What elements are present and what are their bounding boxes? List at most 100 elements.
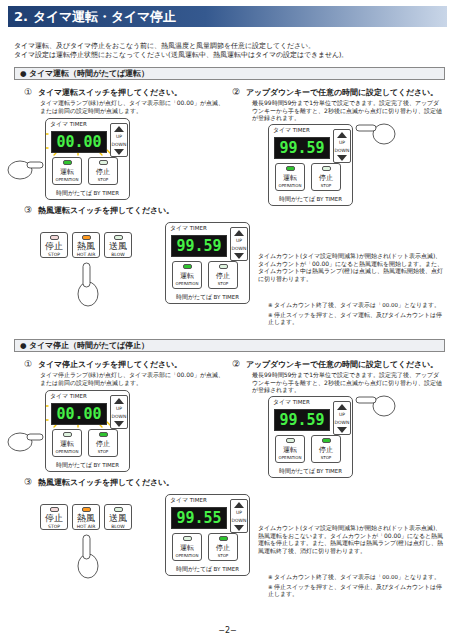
- step-description: タイムカウント(タイマ設定時間減算)が開始され(ドット表示点滅)、熱風運転をおこ…: [258, 524, 446, 554]
- caution-note: ※ 停止スイッチを押すと、タイマ停止、及びタイムカウントは停止します。: [268, 584, 446, 598]
- indicator-lamp: [82, 507, 91, 512]
- node-sublabel: BLOW: [105, 252, 131, 257]
- node-sublabel: HOT AIR: [73, 524, 99, 529]
- node-sublabel: 時間がたてば BY TIMER: [269, 468, 352, 475]
- step-description: 最長99時間59分まで1分単位で設定できます。設定完了後、アップダウンキーから手…: [252, 99, 444, 122]
- indicator-lamp: [286, 166, 295, 171]
- panel-button: 停止STOP: [311, 163, 341, 191]
- node-sublabel: DOWN: [111, 414, 127, 419]
- step-number: ①: [24, 87, 38, 98]
- indicator-lamp: [183, 264, 192, 269]
- node-sublabel: BLOW: [105, 524, 131, 529]
- node-sublabel: 時間がたてば BY TIMER: [46, 462, 129, 469]
- timer-display: 99.59: [274, 409, 330, 431]
- node-label: UP: [334, 412, 350, 417]
- node-label: タイマ TIMER: [50, 121, 87, 128]
- node-sublabel: STOP: [209, 281, 237, 286]
- panel-button: 停止STOP: [208, 533, 238, 561]
- node-sublabel: STOP: [312, 455, 340, 460]
- arrow-key-symbol: [231, 500, 247, 532]
- intro-note: タイマ設定は運転停止状態におこなってください(送風運転中、熱風運転中はタイマの設…: [14, 51, 446, 60]
- panel-button: 運転OPERATION: [172, 261, 202, 289]
- node-label: 99.59: [275, 138, 329, 158]
- timer-display: 99.55: [171, 507, 227, 529]
- node-sublabel: 時間がたてば BY TIMER: [166, 566, 249, 573]
- step-heading: タイマ運転スイッチを押してください。: [38, 88, 233, 97]
- node-sublabel: OPERATION: [53, 449, 81, 454]
- node-label: 99.59: [172, 236, 226, 256]
- step-number: ③: [24, 477, 38, 488]
- step-heading: タイマ停止スイッチを押してください。: [38, 360, 233, 369]
- node-label: ● タイマ運転（時間がたてば運転）: [15, 68, 444, 79]
- step-number: ①: [24, 359, 38, 370]
- node-label: 停止: [209, 271, 237, 281]
- node-label: UP: [231, 510, 247, 515]
- step-heading: アップダウンキーで任意の時間に設定してください。: [246, 88, 446, 97]
- indicator-lamp: [219, 264, 228, 269]
- panel-button: 運転OPERATION: [52, 157, 82, 185]
- indicator-lamp: [50, 235, 59, 240]
- step-number: ②: [232, 359, 246, 370]
- timer-panel: タイマ TIMER 時間がたてば BY TIMER 00.00UPDOWN 運転OPE…: [45, 390, 130, 472]
- node-sublabel: DOWN: [111, 142, 127, 147]
- section-header: ● タイマ運転（時間がたてば運転）: [14, 67, 445, 80]
- indicator-lamp: [114, 235, 123, 240]
- operation-switch: 停止STOP: [40, 504, 68, 530]
- step-heading: アップダウンキーで任意の時間に設定してください。: [246, 360, 446, 369]
- node-sublabel: DOWN: [334, 420, 350, 425]
- node-label: 送風: [105, 513, 131, 525]
- node-label: UP: [111, 134, 127, 139]
- node-label: 停止: [89, 167, 117, 177]
- timer-display: 00.00: [51, 403, 107, 425]
- node-sublabel: OPERATION: [173, 281, 201, 286]
- timer-panel: タイマ TIMER時間がたてば BY TIMER99.59UPDOWN運転OPE…: [268, 396, 353, 478]
- updown-key: UPDOWN: [230, 227, 248, 261]
- timer-panel: タイマ TIMER時間がたてば BY TIMER99.55UPDOWN運転OPE…: [165, 494, 250, 576]
- updown-key: UPDOWN: [230, 499, 248, 533]
- indicator-lamp: [322, 438, 331, 443]
- node-label: 00.00: [52, 132, 106, 152]
- node-label: タイマ TIMER: [273, 127, 310, 134]
- node-label: 熱風: [73, 513, 99, 525]
- step-heading: 熱風運転スイッチを押してください。: [38, 206, 233, 215]
- node-sublabel: STOP: [41, 252, 67, 257]
- step-description: タイマ運転ランプ(緑)が点灯し、タイマ表示部に「00.00」が点滅、または前回の…: [40, 99, 225, 114]
- node-label: 運転: [53, 167, 81, 177]
- node-sublabel: OPERATION: [173, 553, 201, 558]
- node-sublabel: DOWN: [334, 148, 350, 153]
- panel-button: 停止STOP: [88, 429, 118, 457]
- arrow-key-symbol: [111, 124, 127, 156]
- node-sublabel: HOT AIR: [73, 252, 99, 257]
- node-sublabel: OPERATION: [276, 455, 304, 460]
- operation-switch: 送風BLOW: [104, 232, 132, 258]
- indicator-lamp: [114, 507, 123, 512]
- panel-button: 運転OPERATION: [52, 429, 82, 457]
- node-label: タイマ TIMER: [170, 225, 207, 232]
- node-label: 停止: [209, 543, 237, 553]
- node-label: UP: [334, 140, 350, 145]
- indicator-lamp: [99, 160, 108, 165]
- operation-switch: 停止STOP: [40, 232, 68, 258]
- timer-panel: タイマ TIMER時間がたてば BY TIMER99.59UPDOWN運転OPE…: [165, 222, 250, 304]
- indicator-lamp: [322, 166, 331, 171]
- indicator-lamp: [219, 536, 228, 541]
- updown-key: UP DOWN: [333, 129, 351, 163]
- operation-switch: 熱風HOT AIR: [72, 232, 100, 258]
- updown-key: UPDOWN: [110, 395, 128, 429]
- step-description: タイムカウント(タイマ設定時間減算)が開始され(ドット表示点滅)、タイムカウント…: [258, 252, 446, 282]
- node-label: 運転: [276, 173, 304, 183]
- page-title: 2. タイマ運転・タイマ停止: [8, 6, 447, 27]
- step-description: 最長99時間59分まで1分単位で設定できます。設定完了後、アップダウンキーから手…: [252, 371, 444, 394]
- arrow-key-symbol: [334, 402, 350, 434]
- node-label: タイマ TIMER: [273, 399, 310, 406]
- panel-button: 停止STOP: [311, 435, 341, 463]
- timer-panel: タイマ TIMER時間がたてば BY TIMER00.00UPDOWN運転OPE…: [45, 118, 130, 200]
- operation-switch: 送風BLOW: [104, 504, 132, 530]
- node-label: 停止: [312, 173, 340, 183]
- timer-display: 00.00: [51, 131, 107, 153]
- timer-display: 99.59: [171, 235, 227, 257]
- node-label: タイマ TIMER: [50, 393, 87, 400]
- step-description: タイマ停止ランプ(緑)が点灯し、タイマ表示部に「00.00」が点滅、または前回の…: [40, 371, 225, 386]
- indicator-lamp: [63, 432, 72, 437]
- node-label: 運転: [53, 439, 81, 449]
